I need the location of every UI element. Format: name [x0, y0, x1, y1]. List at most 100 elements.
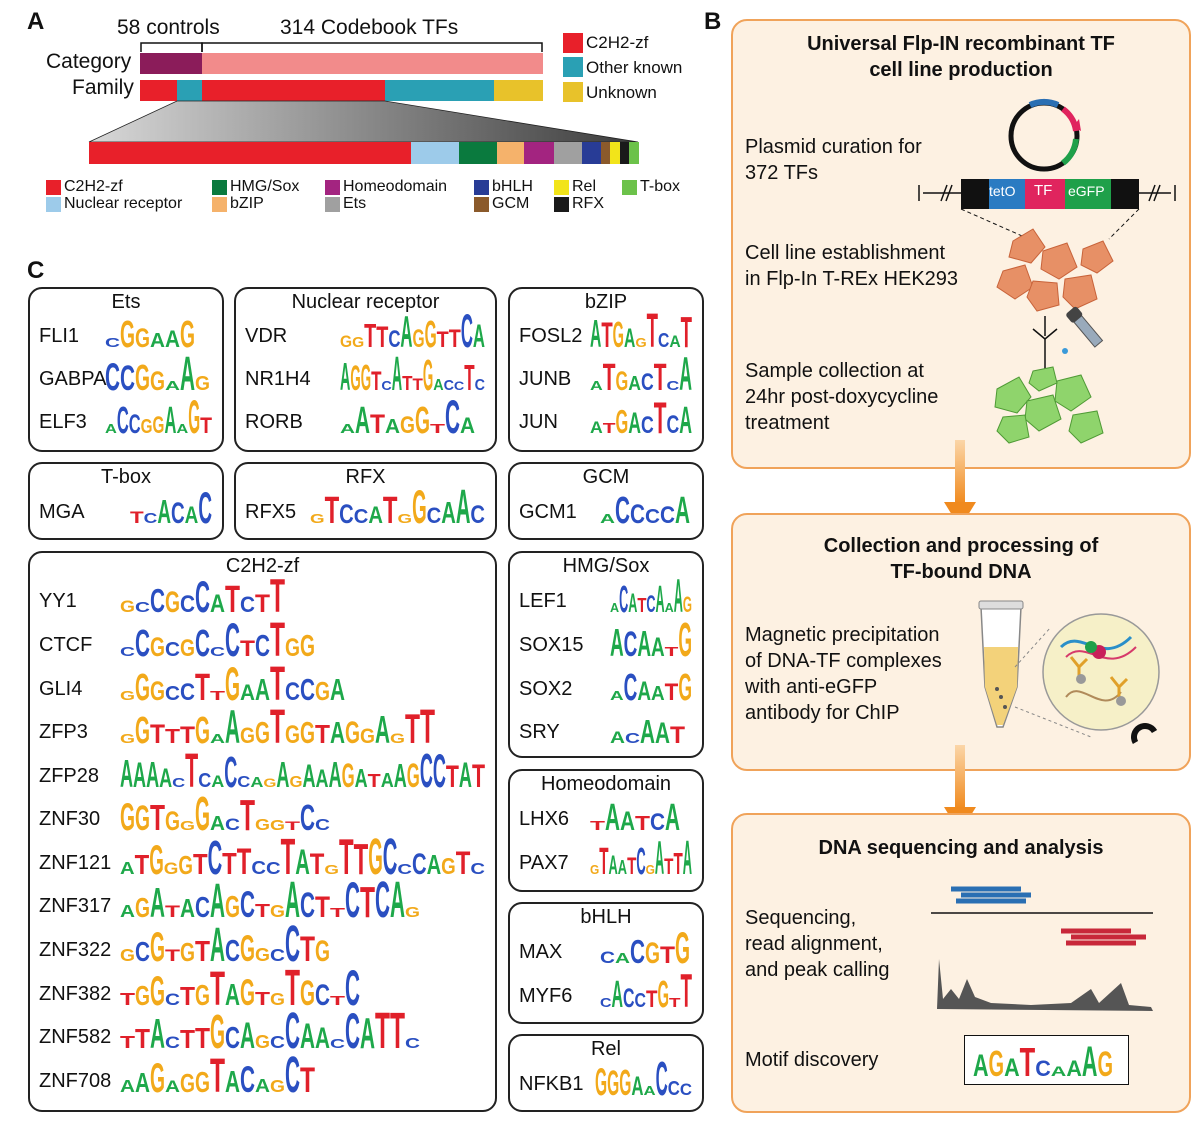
- motif-letter: G: [368, 836, 383, 876]
- motif-letter: A: [180, 894, 195, 919]
- family-legend-swatch: [46, 197, 61, 212]
- motif-letter: A: [133, 756, 146, 789]
- motif-letter: C: [619, 580, 628, 614]
- motif-letter: A: [225, 979, 240, 1007]
- motif-letter: C: [470, 860, 485, 876]
- tf-name: JUNB: [519, 368, 572, 390]
- motif-letter: C: [445, 395, 460, 435]
- motif-letter: C: [144, 509, 158, 525]
- motif-letter: C: [150, 582, 165, 614]
- motif-letter: G: [1097, 1045, 1113, 1080]
- motif-letter: A: [590, 379, 603, 392]
- motif-letter: C: [660, 501, 675, 525]
- seq-text-l3: and peak calling: [745, 959, 890, 981]
- motif-letter: T: [180, 982, 195, 1007]
- motif-letter: G: [263, 776, 276, 789]
- motif-letter: C: [171, 497, 185, 525]
- motif-letter: G: [350, 359, 360, 392]
- motif-letter: T: [354, 836, 369, 876]
- motif-letter: G: [195, 711, 210, 745]
- motif-letter: C: [105, 336, 120, 349]
- expanded-bar-homeodomain: [524, 142, 554, 164]
- motif-letter: C: [195, 574, 210, 614]
- family-box: Rel: [508, 1034, 704, 1112]
- motif-letter: T: [647, 309, 658, 349]
- family-bar-c2h2: [202, 80, 385, 101]
- sample-text-l1: Sample collection at: [745, 360, 924, 382]
- motif-letter: T: [150, 799, 165, 832]
- motif-letter: C: [195, 891, 210, 919]
- motif-letter: G: [150, 367, 165, 392]
- tf-name: ZFP28: [39, 765, 100, 787]
- panel-letter-c: C: [27, 257, 45, 284]
- motif-letter: G: [120, 597, 135, 614]
- motif-letter: T: [210, 688, 226, 702]
- motif-letter: C: [240, 885, 255, 919]
- expanded-bar-ets: [554, 142, 582, 164]
- motif-letter: T: [255, 989, 270, 1007]
- motif-letter: G: [390, 730, 405, 745]
- motif-letter: T: [330, 994, 346, 1007]
- motif-letter: C: [339, 499, 354, 525]
- motif-letter: C: [165, 1033, 180, 1050]
- motif-letter: G: [270, 989, 285, 1007]
- motif-letter: C: [180, 678, 195, 702]
- motif-letter: G: [342, 756, 355, 789]
- motif-letter: C: [667, 378, 680, 392]
- motif-letter: A: [150, 330, 165, 349]
- motif-letter: A: [679, 401, 692, 435]
- motif-letter: G: [165, 586, 180, 614]
- motif-letter: G: [178, 851, 193, 876]
- motif-letter: G: [398, 511, 413, 525]
- motif-letter: A: [315, 1022, 330, 1050]
- motif-letter: A: [185, 501, 199, 525]
- motif-letter: G: [240, 929, 255, 963]
- motif-letter: G: [165, 807, 180, 832]
- motif-letter: T: [364, 317, 376, 349]
- motif-letter: G: [289, 773, 302, 789]
- motif-letter: A: [255, 1076, 270, 1094]
- motif-letter: T: [383, 491, 398, 525]
- motif-letter: G: [135, 799, 150, 832]
- motif-letter: C: [240, 1060, 255, 1094]
- motif-letter: G: [195, 979, 210, 1007]
- family-legend-item: T-box: [640, 178, 681, 195]
- motif-letter: T: [270, 574, 285, 614]
- tf-name: ZNF30: [39, 808, 101, 830]
- motif-letter: C: [658, 330, 669, 349]
- motif-letter: A: [460, 414, 475, 435]
- motif-letter: A: [150, 880, 165, 919]
- motif-letter: C: [330, 1037, 345, 1050]
- motif-letter: C: [172, 776, 185, 789]
- family-box: HMG/Sox: [508, 551, 704, 758]
- motif-letter: A: [665, 600, 674, 614]
- family-legend-swatch: [212, 197, 227, 212]
- motif-letter: T: [449, 325, 461, 349]
- motif-letter: A: [610, 728, 625, 745]
- motif-letter: G: [616, 403, 629, 435]
- tf-name: YY1: [39, 590, 77, 612]
- motif-letter: A: [295, 843, 310, 876]
- motif-letter: T: [390, 1010, 405, 1050]
- motif-letter: C: [285, 923, 300, 963]
- motif-letter: C: [120, 645, 135, 658]
- expanded-bar-bzip: [497, 142, 524, 164]
- motif-letter: G: [678, 618, 692, 658]
- motif-letter: C: [180, 590, 195, 614]
- motif-letter: G: [441, 854, 456, 876]
- motif-letter: C: [165, 990, 180, 1007]
- motif-letter: G: [423, 352, 433, 392]
- motif-letter: C: [624, 625, 638, 658]
- chip-illustration: [978, 600, 1160, 744]
- construct-teto: tetO: [989, 183, 1016, 199]
- motif-letter: A: [390, 879, 405, 919]
- motif-letter: A: [655, 836, 664, 876]
- motif-letter: G: [616, 366, 629, 392]
